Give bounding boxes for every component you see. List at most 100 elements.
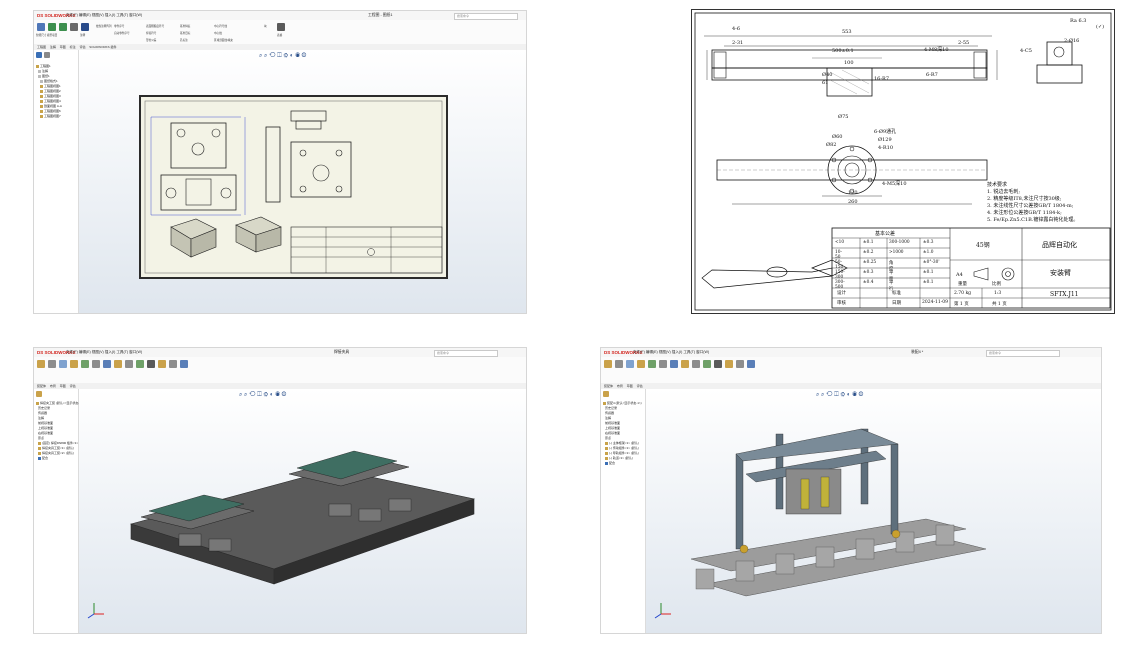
- menu-bar[interactable]: 文件(F) 编辑(E) 视图(V) 插入(I) 工具(T) 窗口(W): [66, 350, 143, 354]
- tree-item[interactable]: (-) 轨道<1> (默认): [605, 456, 633, 460]
- tab-evaluate[interactable]: 评估: [636, 384, 643, 388]
- reference-geometry-icon[interactable]: [692, 360, 700, 368]
- smart-fasteners-icon[interactable]: [648, 360, 656, 368]
- tree-item[interactable]: 工程图视图3: [40, 94, 61, 98]
- tree-root[interactable]: 工程图1: [36, 64, 51, 68]
- tab-evaluate[interactable]: 评估: [79, 45, 86, 49]
- tree-item[interactable]: 配合: [38, 456, 48, 460]
- tab-annotation[interactable]: 注解: [49, 45, 56, 49]
- tab-sketch[interactable]: 草图: [59, 384, 66, 388]
- tree-item[interactable]: 上视基准面: [38, 426, 54, 430]
- heads-up-toolbar[interactable]: ⌕ ⌕ ⟲ ◫ ⚙ ◐ ◉ ◍: [239, 392, 287, 398]
- tree-item[interactable]: 图纸格式1: [40, 79, 58, 83]
- exploded-view-icon[interactable]: [158, 360, 166, 368]
- show-hidden-icon[interactable]: [670, 360, 678, 368]
- tab-layout[interactable]: 布局: [616, 384, 623, 388]
- move-component-icon[interactable]: [92, 360, 100, 368]
- update-speedpak-icon[interactable]: [747, 360, 755, 368]
- insert-component-icon[interactable]: [37, 360, 45, 368]
- component-preview-icon[interactable]: [626, 360, 634, 368]
- assembly-features-icon[interactable]: [681, 360, 689, 368]
- feature-manager-tree[interactable]: 工程图1 注解 图纸1 图纸格式1 工程图视图1 工程图视图2 工程图视图3 工…: [34, 50, 79, 313]
- insert-component-icon[interactable]: [604, 360, 612, 368]
- tab-drawing[interactable]: 工程图: [37, 45, 47, 49]
- feature-tree-tab-icon[interactable]: [36, 391, 42, 397]
- tree-item[interactable]: 右视基准面: [605, 431, 621, 435]
- heads-up-toolbar[interactable]: ⌕ ⌕ ⟲ ◫ ⚙ ◐ ◉ ◍: [259, 53, 307, 59]
- tab-layout[interactable]: 布局: [49, 384, 56, 388]
- mate-icon[interactable]: [615, 360, 623, 368]
- tree-root[interactable]: 焊接夹工装 (默认<<显示状态-1>>): [36, 401, 86, 405]
- graphics-area[interactable]: ⌕ ⌕ ⟲ ◫ ⚙ ◐ ◉ ◍: [646, 389, 1101, 633]
- menu-bar[interactable]: 文件(F) 编辑(E) 视图(V) 插入(I) 工具(T) 窗口(W): [66, 11, 142, 20]
- menu-edit[interactable]: 编辑(E): [78, 13, 91, 17]
- feature-manager-tree[interactable]: 装配4 (默认<显示状态-1>) 历史记录 传感器 注解 前视基准面 上视基准面…: [601, 389, 646, 633]
- feature-manager-tree[interactable]: 焊接夹工装 (默认<<显示状态-1>>) 历史记录 传感器 注解 前视基准面 上…: [34, 389, 86, 633]
- tree-item[interactable]: 焊接夹具工装<1> (默认): [38, 446, 74, 450]
- menu-tools[interactable]: 工具(T): [116, 13, 129, 17]
- tree-item[interactable]: 配合: [605, 461, 615, 465]
- exploded-view-icon[interactable]: [725, 360, 733, 368]
- bill-of-materials-icon[interactable]: [147, 360, 155, 368]
- property-tab-icon[interactable]: [44, 52, 50, 58]
- graphics-area[interactable]: ⌕ ⌕ ⟲ ◫ ⚙ ◐ ◉ ◍: [79, 50, 526, 313]
- tab-assembly[interactable]: 装配体: [37, 384, 47, 388]
- format-painter-icon[interactable]: [70, 23, 78, 31]
- tree-item[interactable]: 右视基准面: [38, 431, 54, 435]
- instant3d-icon[interactable]: [736, 360, 744, 368]
- component-preview-icon[interactable]: [59, 360, 67, 368]
- tab-addins[interactable]: SOLIDWORKS 插件: [89, 45, 117, 49]
- menu-window[interactable]: 窗口(W): [129, 13, 143, 17]
- tree-item[interactable]: 工程图视图4: [40, 99, 61, 103]
- feature-tree-tab-icon[interactable]: [603, 391, 609, 397]
- menu-insert[interactable]: 插入(I): [104, 13, 116, 17]
- menu-view[interactable]: 视图(V): [91, 13, 104, 17]
- tree-item[interactable]: 注解: [605, 416, 612, 420]
- search-input[interactable]: 搜索命令: [434, 349, 498, 357]
- linear-pattern-icon[interactable]: [70, 360, 78, 368]
- tree-item[interactable]: 工程图视图2: [40, 89, 61, 93]
- smart-fasteners-icon[interactable]: [81, 360, 89, 368]
- tree-root[interactable]: 装配4 (默认<显示状态-1>): [603, 401, 642, 405]
- tree-item[interactable]: 历史记录: [605, 406, 618, 410]
- linear-pattern-icon[interactable]: [637, 360, 645, 368]
- move-component-icon[interactable]: [659, 360, 667, 368]
- tab-evaluate[interactable]: 评估: [69, 384, 76, 388]
- menu-bar[interactable]: 文件(F) 编辑(E) 视图(V) 插入(I) 工具(T) 窗口(W): [633, 350, 710, 354]
- tree-item[interactable]: 传感器: [38, 411, 48, 415]
- tree-item[interactable]: 传感器: [605, 411, 615, 415]
- new-motion-study-icon[interactable]: [136, 360, 144, 368]
- tree-item[interactable]: 前视基准面: [605, 421, 621, 425]
- tree-item[interactable]: (-) 导轨组件<1> (默认): [605, 451, 639, 455]
- drawing-sheet[interactable]: [139, 95, 448, 279]
- bill-of-materials-icon[interactable]: [714, 360, 722, 368]
- new-motion-study-icon[interactable]: [703, 360, 711, 368]
- search-input[interactable]: 搜索命令: [454, 12, 518, 20]
- tree-item[interactable]: 前视基准面: [38, 421, 54, 425]
- feature-tree-tab-icon[interactable]: [36, 52, 42, 58]
- tree-item[interactable]: (-) 传动组件<1> (默认): [605, 446, 639, 450]
- tree-item[interactable]: 工程图视图6: [40, 109, 61, 113]
- spell-check-icon[interactable]: [59, 23, 67, 31]
- table-icon[interactable]: [277, 23, 285, 31]
- tree-item[interactable]: 上视基准面: [605, 426, 621, 430]
- reference-geometry-icon[interactable]: [125, 360, 133, 368]
- tree-item[interactable]: (-) 主体框架<1> (默认): [605, 441, 639, 445]
- note-icon[interactable]: [81, 23, 89, 31]
- heads-up-toolbar[interactable]: ⌕ ⌕ ⟲ ◫ ⚙ ◐ ◉ ◍: [816, 392, 864, 398]
- mate-icon[interactable]: [48, 360, 56, 368]
- tree-item[interactable]: 历史记录: [38, 406, 51, 410]
- tree-item[interactable]: 焊接夹具工装<2> (默认): [38, 451, 74, 455]
- model-items-icon[interactable]: [48, 23, 56, 31]
- tree-item[interactable]: 图纸1: [38, 74, 50, 78]
- tree-item[interactable]: 注解: [38, 416, 45, 420]
- tab-sketch[interactable]: 草图: [59, 45, 66, 49]
- graphics-area[interactable]: ⌕ ⌕ ⟲ ◫ ⚙ ◐ ◉ ◍: [79, 389, 526, 633]
- tree-item[interactable]: 工程图视图1: [40, 84, 61, 88]
- tab-sketch[interactable]: 草图: [626, 384, 633, 388]
- assembly-features-icon[interactable]: [114, 360, 122, 368]
- tree-item[interactable]: 原点: [38, 436, 45, 440]
- smart-dimension-icon[interactable]: [37, 23, 45, 31]
- show-hidden-icon[interactable]: [103, 360, 111, 368]
- menu-file[interactable]: 文件(F): [66, 13, 78, 17]
